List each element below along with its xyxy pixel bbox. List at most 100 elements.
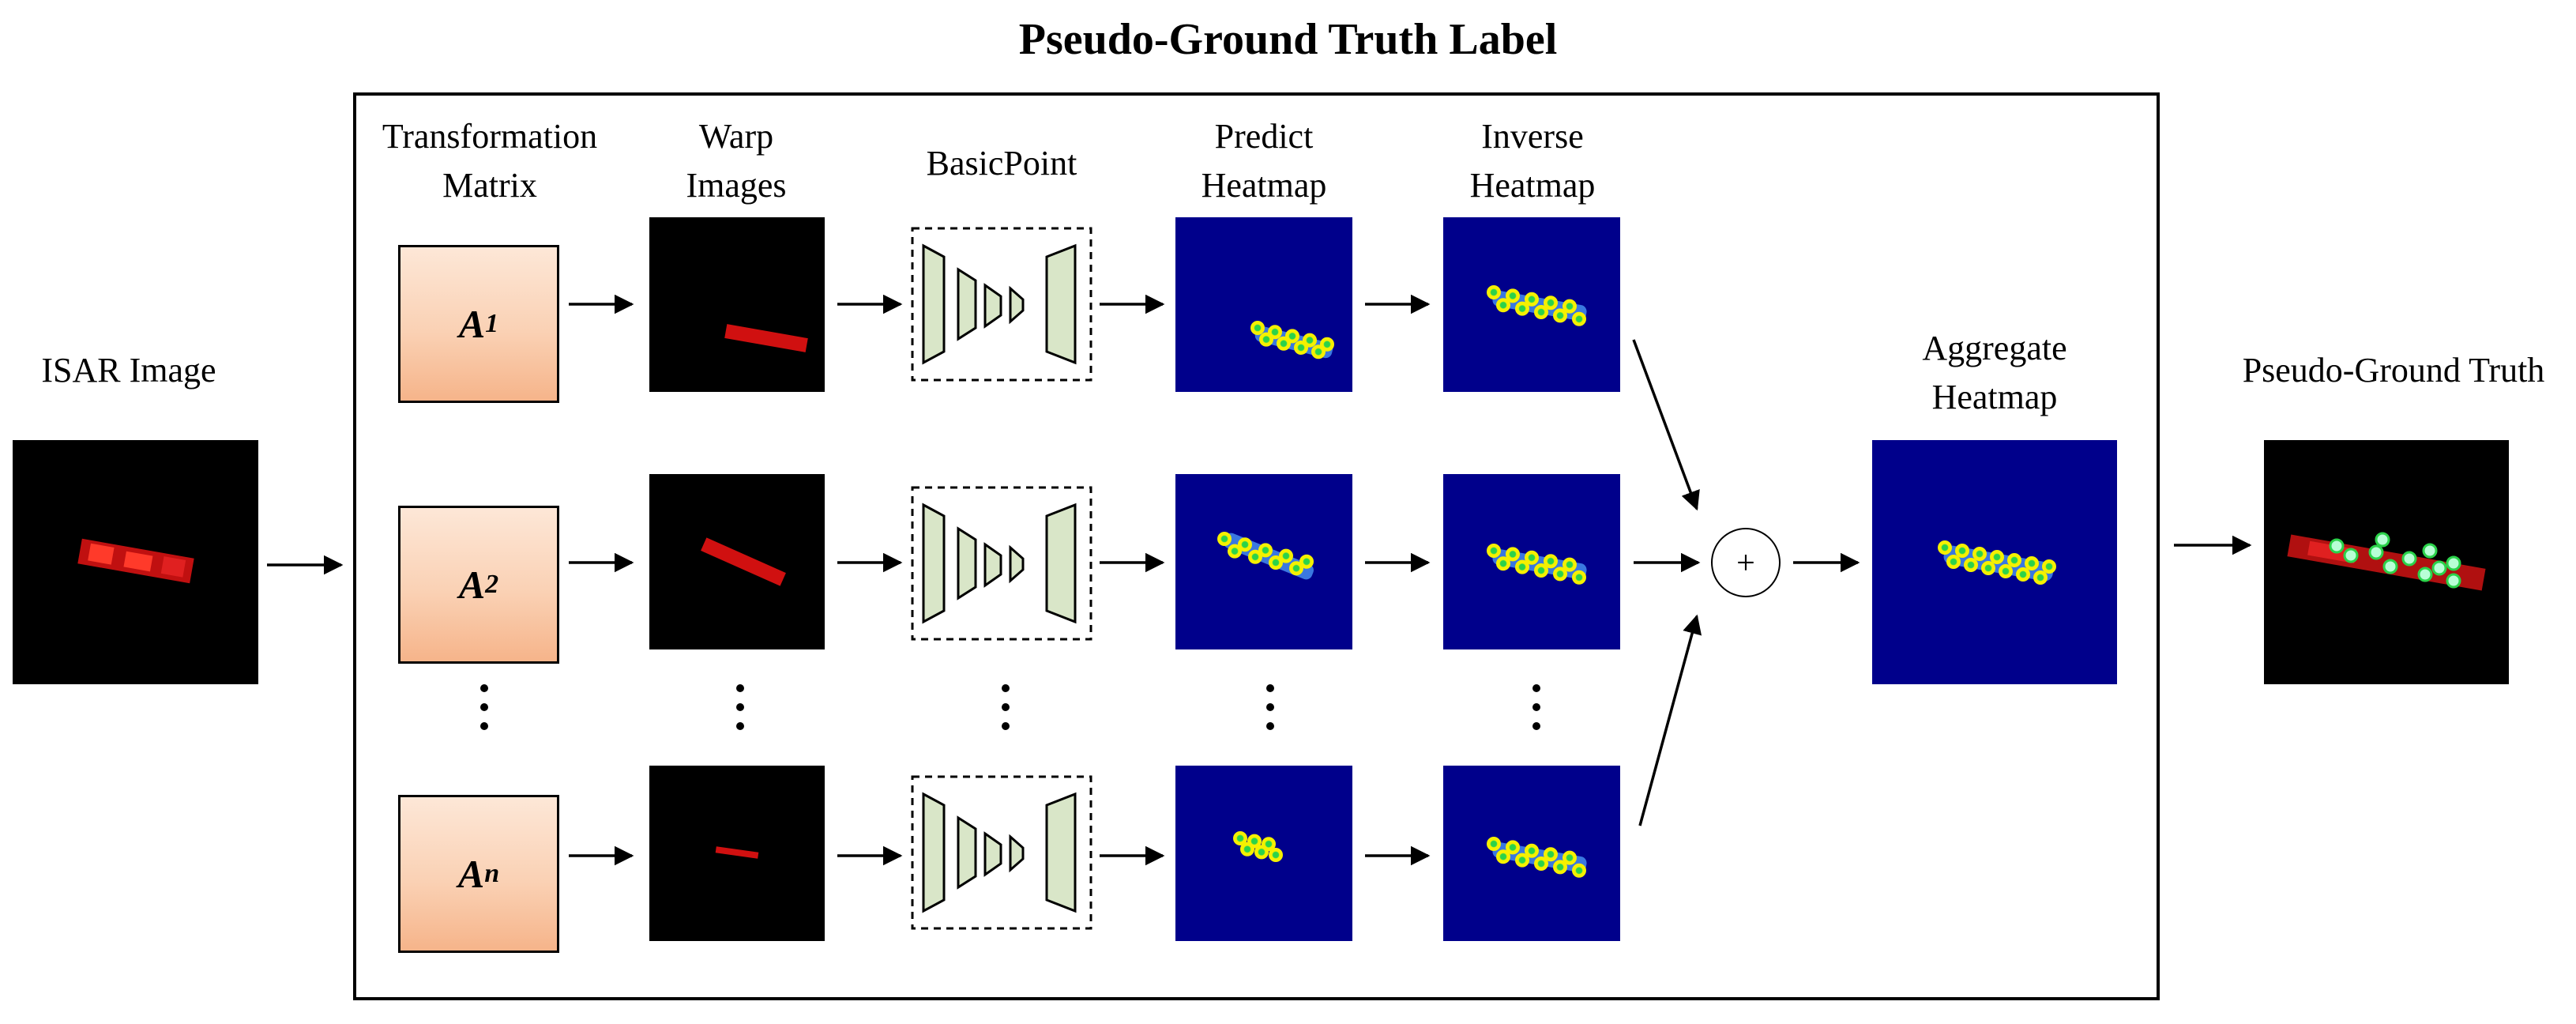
isar-image-label: ISAR Image — [41, 351, 216, 390]
matrix-symbol: A — [458, 563, 486, 607]
keypoint-blob — [1303, 333, 1317, 348]
flow-arrows — [267, 294, 2252, 866]
inverse-heatmap-1 — [1443, 217, 1620, 392]
keypoint-blob — [2016, 567, 2030, 582]
keypoint-blob — [1946, 555, 1961, 569]
keypoint-blob — [1299, 554, 1314, 569]
pseudo-ground-truth-image — [2264, 440, 2509, 684]
network-layer — [922, 503, 946, 624]
network-layer — [957, 815, 977, 890]
warp-image-1 — [649, 217, 825, 392]
keypoint-blob — [1496, 849, 1510, 864]
keypoint-blob — [1247, 834, 1262, 849]
keypoint-blob — [1269, 555, 1283, 570]
keypoint-blob — [2033, 570, 2048, 585]
keypoint-blob — [1938, 540, 1952, 555]
keypoint-blob — [1487, 837, 1501, 851]
keypoint-blob — [1285, 329, 1299, 344]
keypoint-blob — [1487, 544, 1501, 558]
pseudo-label-frame — [353, 92, 2160, 1000]
keypoint-blob — [1955, 544, 1969, 558]
figure-title: Pseudo-Ground Truth Label — [1018, 15, 1558, 64]
keypoint-blob — [1506, 547, 1520, 562]
keypoint-blob — [1258, 543, 1273, 558]
keypoint-blob — [1553, 860, 1567, 875]
ellipsis-dots — [480, 684, 1540, 730]
network-layer — [957, 526, 977, 600]
keypoint-blob — [1999, 564, 2013, 578]
network-layer — [1009, 834, 1025, 873]
keypoint-blob — [2007, 553, 2021, 567]
isar-image — [13, 440, 258, 684]
keypoint-blob — [1525, 843, 1539, 858]
keypoint-blob — [1553, 567, 1567, 582]
warp-images-label-line1: Warp — [698, 117, 774, 156]
isar-target — [77, 538, 194, 584]
keypoint-blob — [1269, 848, 1283, 862]
keypoint-blob — [1553, 308, 1567, 323]
keypoint-blob — [1279, 548, 1293, 563]
keypoint-blob — [1515, 301, 1529, 316]
inverse-heatmap-label-line2: Heatmap — [1469, 166, 1596, 205]
predict-heatmap-n — [1175, 766, 1352, 941]
warp-image-n — [649, 766, 825, 941]
keypoint-blob — [1544, 847, 1558, 862]
keypoint-blob — [1238, 537, 1252, 552]
network-layer — [1045, 792, 1077, 913]
network-layer — [957, 267, 977, 341]
transformation-matrix-label-line1: Transformation — [382, 117, 598, 156]
keypoint-blob — [1964, 558, 1978, 572]
network-layer — [1009, 285, 1025, 325]
matrix-subscript: 1 — [485, 309, 499, 338]
keypoint-blob — [1534, 856, 1548, 871]
keypoint-blob — [2025, 556, 2039, 570]
keypoint-blob — [1981, 561, 1995, 575]
keypoint-blob — [1506, 840, 1520, 855]
basicpoint-network-2 — [911, 486, 1092, 641]
pseudo-ground-truth-label: Pseudo-Ground Truth — [2242, 351, 2545, 390]
keypoint-blob — [1228, 544, 1242, 559]
matrix-symbol: A — [457, 852, 485, 896]
keypoint-blob — [1534, 563, 1548, 578]
warp-images-label-line2: Images — [686, 166, 787, 205]
inverse-heatmap-n — [1443, 766, 1620, 941]
basicpoint-label: BasicPoint — [926, 144, 1077, 183]
aggregate-heatmap-label-line1: Aggregate — [1922, 329, 2067, 367]
network-layer — [1045, 503, 1077, 624]
keypoint-blob — [1572, 311, 1586, 326]
matrix-subscript: n — [484, 859, 500, 888]
sum-node: + — [1711, 528, 1781, 597]
network-dashed-frame — [911, 486, 1092, 641]
predict-heatmap-1 — [1175, 217, 1352, 392]
keypoint-blob — [1972, 547, 1987, 561]
keypoint-blob — [1233, 831, 1247, 845]
keypoint-blob — [1525, 550, 1539, 565]
matrix-subscript: 2 — [485, 570, 499, 599]
keypoint-blob — [1515, 559, 1529, 574]
network-layer — [922, 243, 946, 365]
network-layer — [1045, 243, 1077, 365]
network-dashed-frame — [911, 227, 1092, 382]
network-layer — [983, 283, 1002, 329]
keypoint-blob — [2042, 559, 2056, 574]
aggregate-heatmap-label-line2: Heatmap — [1931, 378, 2058, 416]
basicpoint-network-n — [911, 775, 1092, 930]
warp-image-2 — [649, 474, 825, 649]
predict-heatmap-label-line2: Heatmap — [1201, 166, 1327, 205]
sum-operator: + — [1736, 545, 1755, 582]
network-layer — [983, 542, 1002, 588]
network-layer — [983, 831, 1002, 877]
network-layer — [1009, 544, 1025, 584]
transformation-matrix-label-line2: Matrix — [442, 166, 537, 205]
keypoint-blob — [1990, 550, 2004, 564]
keypoint-blob — [1525, 292, 1539, 307]
keypoint-blob — [1262, 837, 1276, 852]
keypoint-blob — [1544, 554, 1558, 569]
basicpoint-network-1 — [911, 227, 1092, 382]
keypoint-blob — [1268, 325, 1282, 340]
keypoint-blob — [1572, 863, 1586, 878]
